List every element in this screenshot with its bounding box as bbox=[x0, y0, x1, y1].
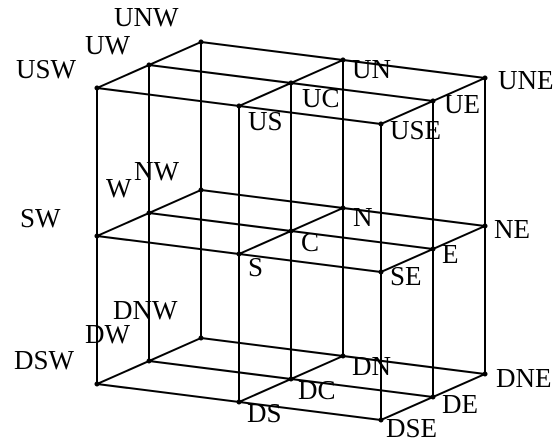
lattice-vertex bbox=[482, 75, 488, 81]
lattice-vertex bbox=[198, 335, 204, 341]
label-une: UNE bbox=[498, 65, 554, 95]
label-dne: DNE bbox=[496, 363, 552, 393]
lattice-vertex bbox=[198, 187, 204, 193]
label-uc: UC bbox=[302, 83, 340, 113]
label-e: E bbox=[442, 239, 459, 269]
label-w: W bbox=[106, 173, 132, 203]
lattice-vertex bbox=[198, 39, 204, 45]
label-unw: UNW bbox=[114, 2, 179, 32]
lattice-vertex bbox=[236, 103, 242, 109]
label-un: UN bbox=[352, 54, 391, 84]
label-dnw: DNW bbox=[113, 295, 178, 325]
lattice-vertex bbox=[236, 399, 242, 405]
lattice-vertex bbox=[340, 205, 346, 211]
label-usw: USW bbox=[16, 54, 77, 84]
label-use: USE bbox=[390, 115, 441, 145]
label-c: C bbox=[301, 227, 319, 257]
label-dn: DN bbox=[352, 351, 391, 381]
lattice-vertex bbox=[146, 358, 152, 364]
lattice-vertex bbox=[482, 223, 488, 229]
label-de: DE bbox=[442, 389, 478, 419]
label-ne: NE bbox=[494, 214, 530, 244]
label-us: US bbox=[248, 106, 283, 136]
lattice-vertex bbox=[94, 381, 100, 387]
label-se: SE bbox=[390, 261, 422, 291]
label-dc: DC bbox=[298, 375, 336, 405]
label-dsw: DSW bbox=[14, 345, 75, 375]
lattice-vertex bbox=[430, 394, 436, 400]
lattice-vertex bbox=[288, 376, 294, 382]
lattice-vertex bbox=[430, 98, 436, 104]
lattice-vertex bbox=[94, 233, 100, 239]
lattice-vertex bbox=[146, 62, 152, 68]
lattice-vertex bbox=[378, 121, 384, 127]
lattice-vertex bbox=[378, 269, 384, 275]
label-uw: UW bbox=[85, 30, 130, 60]
lattice-vertex bbox=[340, 353, 346, 359]
lattice-vertex bbox=[146, 210, 152, 216]
lattice-vertex bbox=[482, 371, 488, 377]
label-n: N bbox=[353, 202, 373, 232]
lattice-vertex bbox=[430, 246, 436, 252]
label-ue: UE bbox=[444, 89, 480, 119]
label-sw: SW bbox=[20, 203, 61, 233]
label-s: S bbox=[248, 252, 263, 282]
lattice-vertex bbox=[288, 80, 294, 86]
label-dse: DSE bbox=[386, 413, 437, 441]
lattice-vertex bbox=[94, 85, 100, 91]
lattice-vertex bbox=[340, 57, 346, 63]
label-dw: DW bbox=[85, 319, 130, 349]
lattice-vertex bbox=[378, 417, 384, 423]
label-nw: NW bbox=[134, 156, 179, 186]
lattice-vertex bbox=[236, 251, 242, 257]
lattice-vertex bbox=[288, 228, 294, 234]
label-ds: DS bbox=[247, 398, 282, 428]
